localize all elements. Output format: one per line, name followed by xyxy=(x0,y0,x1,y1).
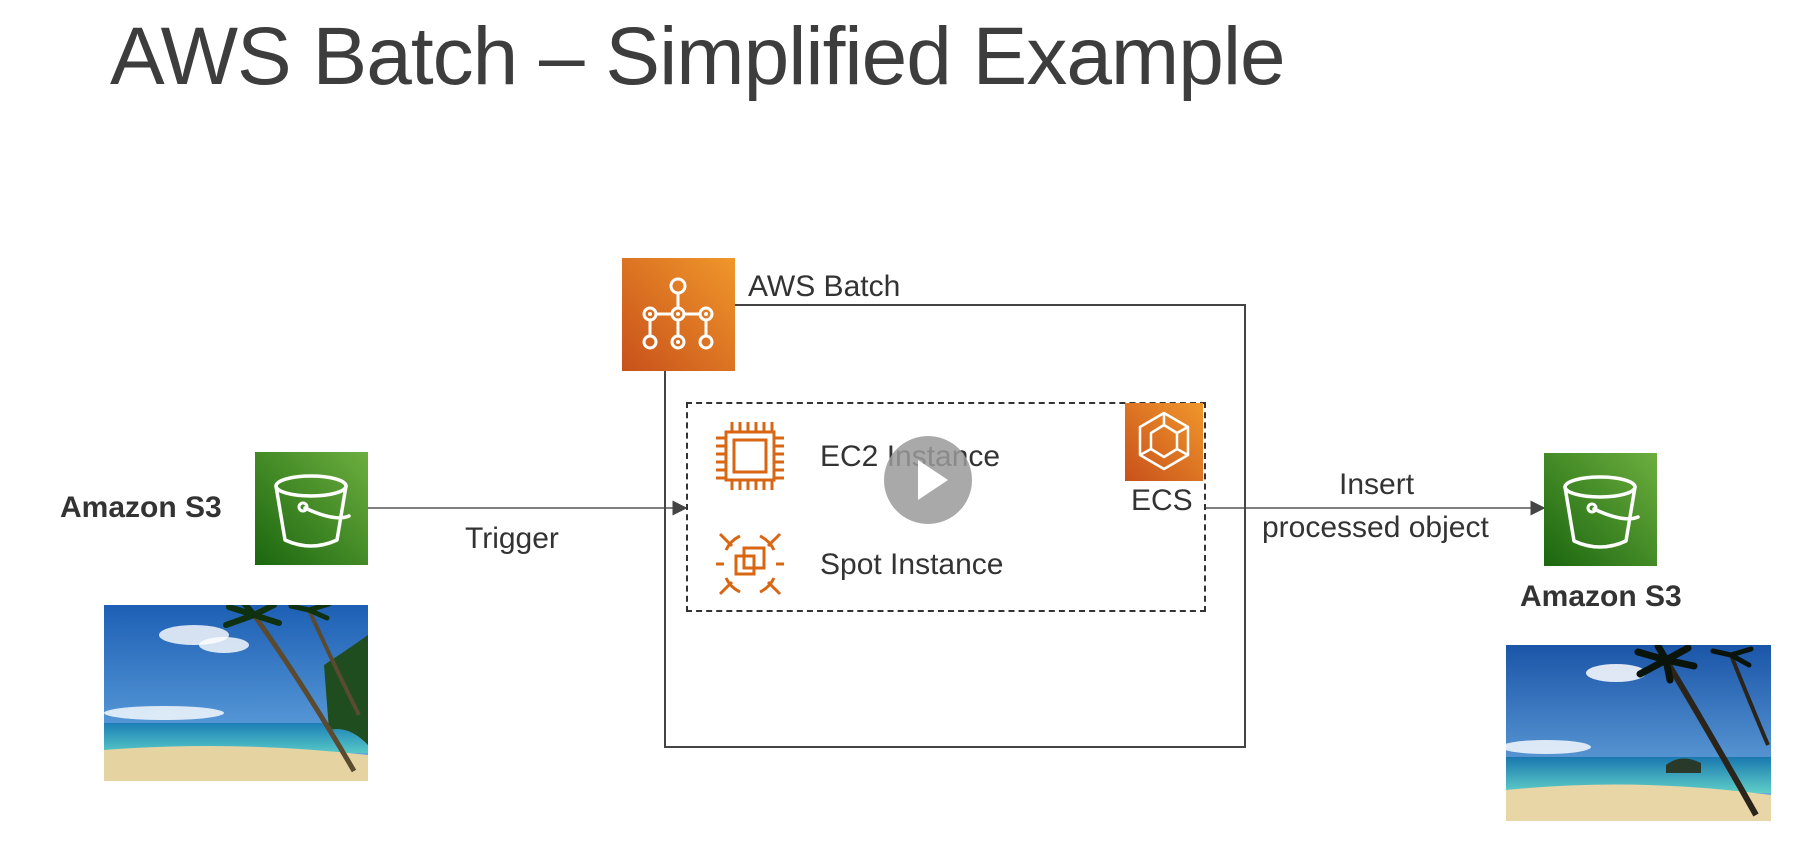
processed-beach-photo xyxy=(1506,645,1771,821)
aws-batch-icon xyxy=(622,258,735,371)
aws-batch-label: AWS Batch xyxy=(748,270,901,303)
s3-bucket-icon xyxy=(255,452,368,565)
processed-object-label: processed object xyxy=(1262,511,1489,544)
play-icon[interactable] xyxy=(883,435,973,525)
ecs-icon xyxy=(1125,403,1203,481)
page-title: AWS Batch – Simplified Example xyxy=(110,11,1286,102)
ecs-label: ECS xyxy=(1131,484,1193,517)
aws-batch-boundary xyxy=(664,304,1246,748)
spot-instance-label: Spot Instance xyxy=(820,548,1004,581)
beach-photo xyxy=(104,605,368,781)
source-s3-label: Amazon S3 xyxy=(60,491,222,524)
dest-s3-label: Amazon S3 xyxy=(1520,580,1682,613)
ec2-chip-icon xyxy=(716,422,784,490)
s3-bucket-icon xyxy=(1544,453,1657,566)
insert-label: Insert xyxy=(1339,468,1415,501)
trigger-label: Trigger xyxy=(465,522,559,555)
compute-environment-boundary xyxy=(686,402,1206,612)
spot-instance-icon xyxy=(716,532,784,596)
